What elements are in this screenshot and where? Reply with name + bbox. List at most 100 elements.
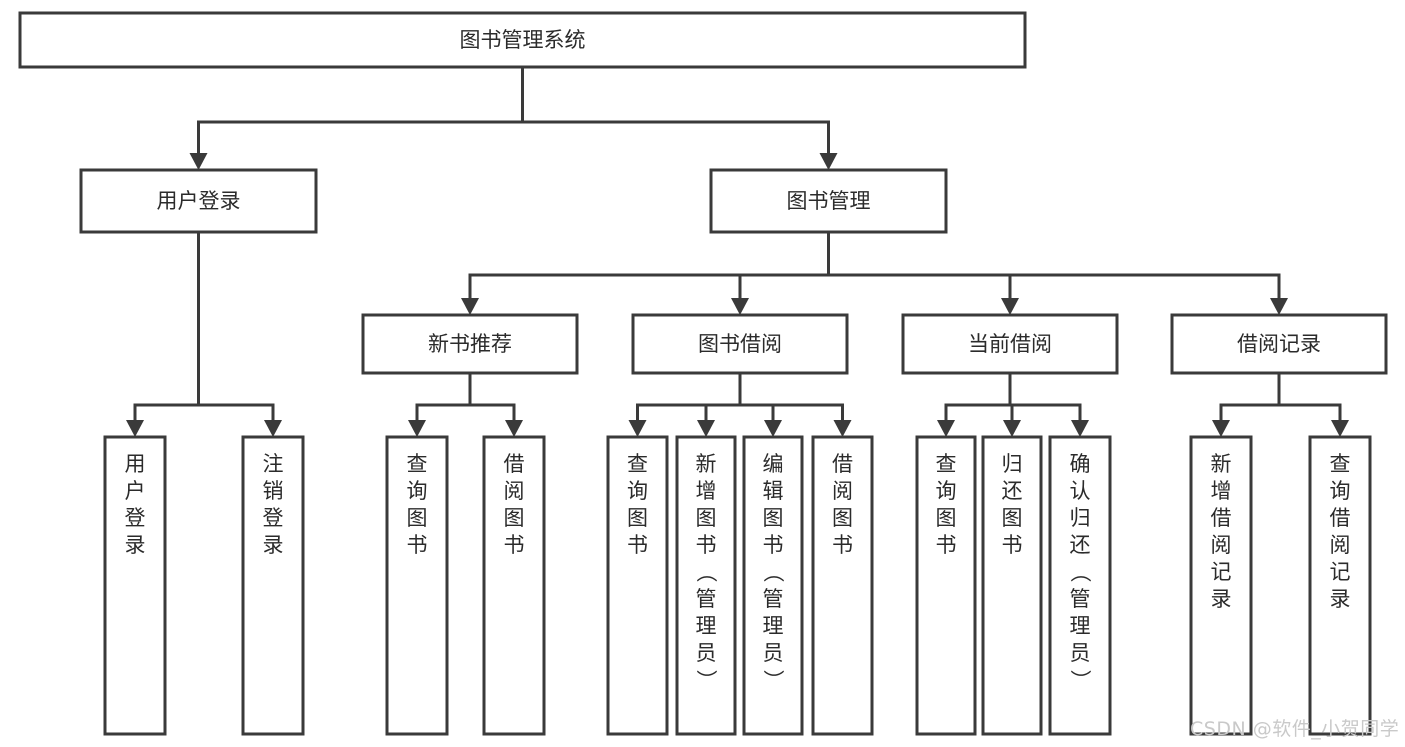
svg-text:查: 查 (627, 452, 648, 476)
arrow-leaf-borrow-book-rec (505, 420, 523, 437)
svg-text:确: 确 (1070, 452, 1091, 476)
svg-text:询: 询 (627, 479, 648, 503)
node-box-leaf-confirm-return-admin (1048, 435, 1112, 736)
svg-text:用: 用 (125, 452, 146, 476)
arrow-leaf-user-login (126, 420, 144, 437)
node-box-leaf-query-book-borrow (606, 435, 669, 736)
svg-text:图: 图 (936, 506, 957, 530)
arrow-book-borrow (731, 298, 749, 315)
svg-text:录: 录 (1330, 587, 1351, 611)
svg-text:）: ） (1068, 670, 1092, 691)
svg-text:记: 记 (1330, 560, 1351, 584)
svg-text:阅: 阅 (504, 479, 525, 503)
node-box-leaf-query-borrow-record (1308, 435, 1372, 736)
svg-text:书: 书 (696, 533, 717, 557)
arrow-new-book-recommend (461, 298, 479, 315)
svg-text:归: 归 (1002, 452, 1023, 476)
svg-text:书: 书 (832, 533, 853, 557)
node-box-user-login (79, 168, 318, 234)
svg-text:借: 借 (504, 452, 525, 476)
svg-text:书: 书 (504, 533, 525, 557)
node-box-leaf-add-borrow-record (1189, 435, 1253, 736)
svg-text:图: 图 (763, 506, 784, 530)
node-label-current-borrow: 当前借阅 (968, 332, 1052, 356)
svg-text:书: 书 (1002, 533, 1023, 557)
node-new-book-recommend[interactable]: 新书推荐 (361, 313, 579, 375)
svg-text:新: 新 (1211, 452, 1232, 476)
node-leaf-user-login[interactable]: 用户登录 (103, 435, 167, 736)
svg-text:查: 查 (407, 452, 428, 476)
arrow-leaf-edit-book-admin (764, 420, 782, 437)
svg-text:书: 书 (407, 533, 428, 557)
svg-text:登: 登 (263, 506, 284, 530)
node-root[interactable]: 图书管理系统 (18, 11, 1027, 69)
node-box-book-manage (709, 168, 948, 234)
svg-text:户: 户 (125, 479, 146, 503)
node-box-root (18, 11, 1027, 69)
arrow-borrow-record (1270, 298, 1288, 315)
arrow-user-login (189, 153, 208, 170)
svg-text:书: 书 (627, 533, 648, 557)
svg-text:增: 增 (696, 479, 717, 503)
node-box-book-borrow (631, 313, 849, 375)
node-book-manage[interactable]: 图书管理 (709, 168, 948, 234)
arrow-leaf-borrow-book (833, 420, 852, 437)
node-box-leaf-query-book-rec (385, 435, 449, 736)
node-borrow-record[interactable]: 借阅记录 (1170, 313, 1388, 375)
svg-text:阅: 阅 (1211, 533, 1232, 557)
svg-text:借: 借 (832, 452, 853, 476)
arrow-leaf-query-book-borrow (628, 420, 647, 437)
svg-text:图: 图 (1002, 506, 1023, 530)
arrow-current-borrow (1001, 298, 1019, 315)
svg-text:新: 新 (696, 452, 717, 476)
arrow-leaf-add-book-admin (697, 420, 715, 437)
node-box-leaf-user-login (103, 435, 167, 736)
svg-text:员: 员 (1070, 641, 1091, 665)
node-box-leaf-borrow-book (811, 435, 874, 736)
svg-text:查: 查 (1330, 452, 1351, 476)
svg-text:编: 编 (763, 452, 784, 476)
svg-text:询: 询 (936, 479, 957, 503)
node-label-root: 图书管理系统 (460, 28, 586, 52)
svg-text:书: 书 (763, 533, 784, 557)
svg-text:录: 录 (125, 533, 146, 557)
svg-text:查: 查 (936, 452, 957, 476)
node-label-leaf-user-login: 用户登录 (125, 452, 146, 557)
node-box-current-borrow (901, 313, 1119, 375)
node-box-new-book-recommend (361, 313, 579, 375)
arrow-leaf-query-borrow-record (1331, 420, 1349, 437)
node-user-login[interactable]: 用户登录 (79, 168, 318, 234)
node-current-borrow[interactable]: 当前借阅 (901, 313, 1119, 375)
node-box-leaf-add-book-admin (675, 435, 737, 736)
arrow-leaf-return-book (1003, 420, 1021, 437)
node-box-borrow-record (1170, 313, 1388, 375)
arrow-leaf-user-logout (264, 420, 282, 437)
node-box-leaf-borrow-book-rec (482, 435, 546, 736)
svg-text:员: 员 (763, 641, 784, 665)
node-book-borrow[interactable]: 图书借阅 (631, 313, 849, 375)
svg-text:登: 登 (125, 506, 146, 530)
svg-text:借: 借 (1330, 506, 1351, 530)
svg-text:询: 询 (1330, 479, 1351, 503)
svg-text:（: （ (761, 562, 785, 583)
